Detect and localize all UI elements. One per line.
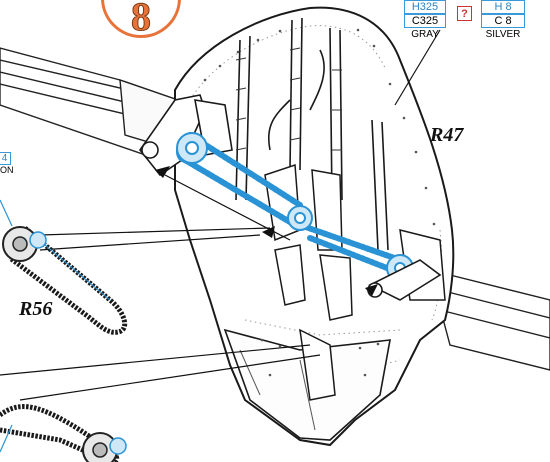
step-number-badge: 8	[101, 0, 181, 38]
right-bracket	[367, 259, 442, 301]
paint-name-cut: ON	[0, 165, 14, 175]
paint-code-gray-c: C325	[404, 14, 446, 28]
wing-stub-right	[429, 269, 550, 371]
part-r56-sprocket	[0, 199, 47, 262]
rivets	[203, 28, 436, 377]
stringers	[235, 17, 389, 251]
paint-code-silver-c: C 8	[481, 14, 525, 28]
stringer-details	[235, 47, 342, 151]
unknown-paint-mark: ?	[457, 6, 472, 21]
paint-name-silver: SILVER	[485, 29, 521, 40]
paint-code-silver-h: H 8	[481, 0, 525, 14]
step-number: 8	[131, 0, 152, 39]
part-label-r47: R47	[430, 124, 464, 146]
paint-code-gray-h: H325	[404, 0, 446, 14]
part-label-r56: R56	[19, 298, 53, 320]
part-lower-sprocket	[0, 424, 127, 462]
paint-code-cut: 4	[0, 152, 11, 165]
paint-name-gray: GRAY	[411, 29, 439, 40]
pointer-arrows	[155, 166, 378, 296]
